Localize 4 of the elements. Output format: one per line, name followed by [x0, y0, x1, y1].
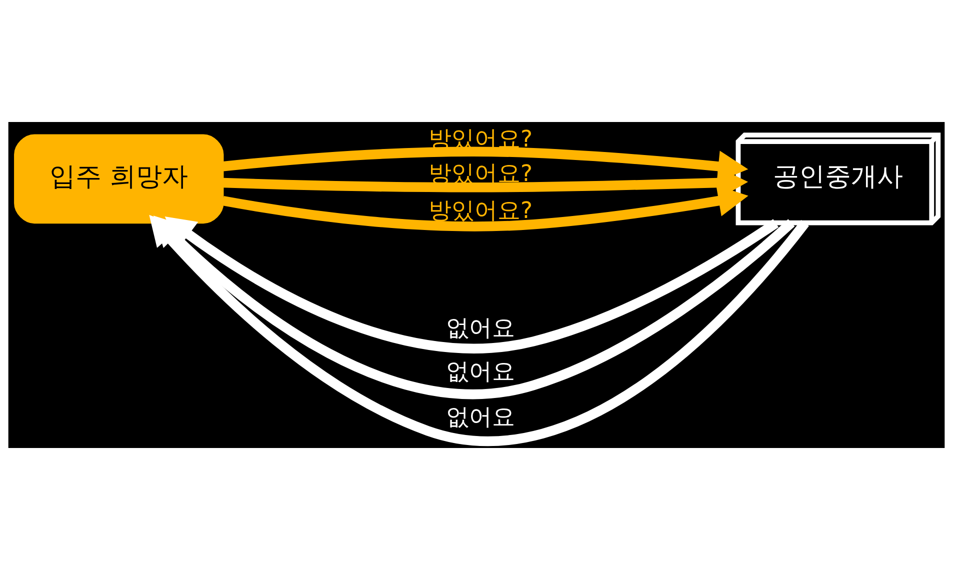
edge-label: 방있어요?: [428, 198, 533, 224]
edge-label: 없어요: [446, 314, 516, 341]
edge-label: 없어요: [446, 404, 516, 430]
edge-label: 없어요: [446, 358, 516, 385]
